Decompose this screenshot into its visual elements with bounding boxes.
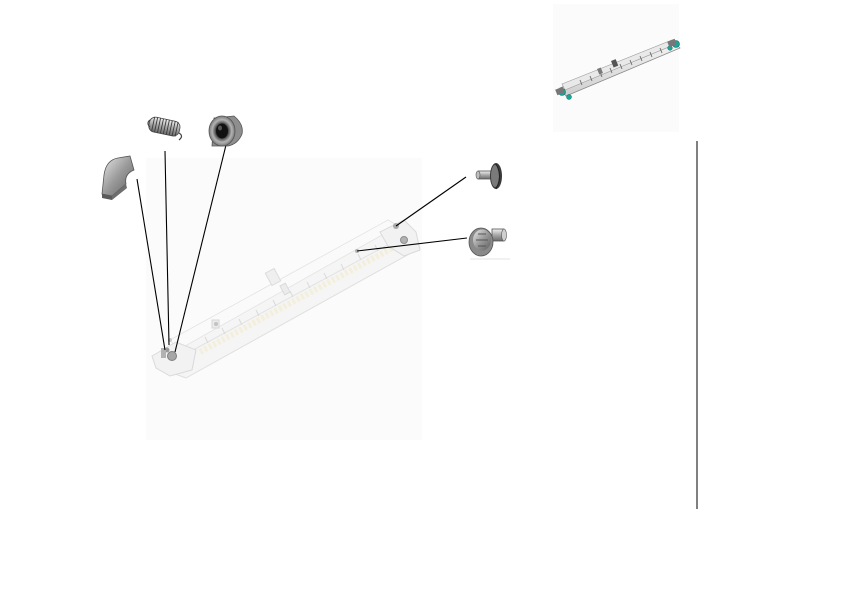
thumbnail-center-block bbox=[597, 67, 603, 75]
thumbnail-end-bracket bbox=[555, 86, 565, 96]
leader-line-pin bbox=[395, 176, 467, 227]
pin-icon bbox=[475, 163, 502, 190]
clip-plate-icon bbox=[101, 155, 135, 200]
assembled-rail-thumbnail bbox=[553, 4, 681, 132]
rail-block bbox=[279, 282, 291, 296]
thumbnail-end-bracket bbox=[667, 38, 677, 48]
rail-block bbox=[264, 267, 282, 287]
bushing-icon bbox=[208, 115, 243, 147]
left-end-clip bbox=[161, 348, 166, 358]
leader-line-spring bbox=[164, 150, 170, 346]
leader-lines bbox=[136, 144, 468, 353]
rail-mid-hole bbox=[214, 322, 218, 326]
rail-rack-strip bbox=[198, 243, 398, 355]
left-end-bushing bbox=[167, 351, 177, 361]
screw-icon bbox=[468, 227, 510, 260]
thumbnail-teal-fitting-left bbox=[566, 94, 572, 100]
leader-line-clip-plate bbox=[136, 178, 166, 351]
rail-teeth bbox=[204, 244, 379, 344]
spring-icon bbox=[147, 116, 183, 141]
leader-line-screw bbox=[356, 237, 468, 252]
rail-assembly bbox=[151, 219, 421, 379]
leader-line-bushing bbox=[174, 144, 227, 353]
thumbnail-center-block bbox=[611, 59, 619, 68]
right-end-screw-hole bbox=[400, 236, 408, 244]
